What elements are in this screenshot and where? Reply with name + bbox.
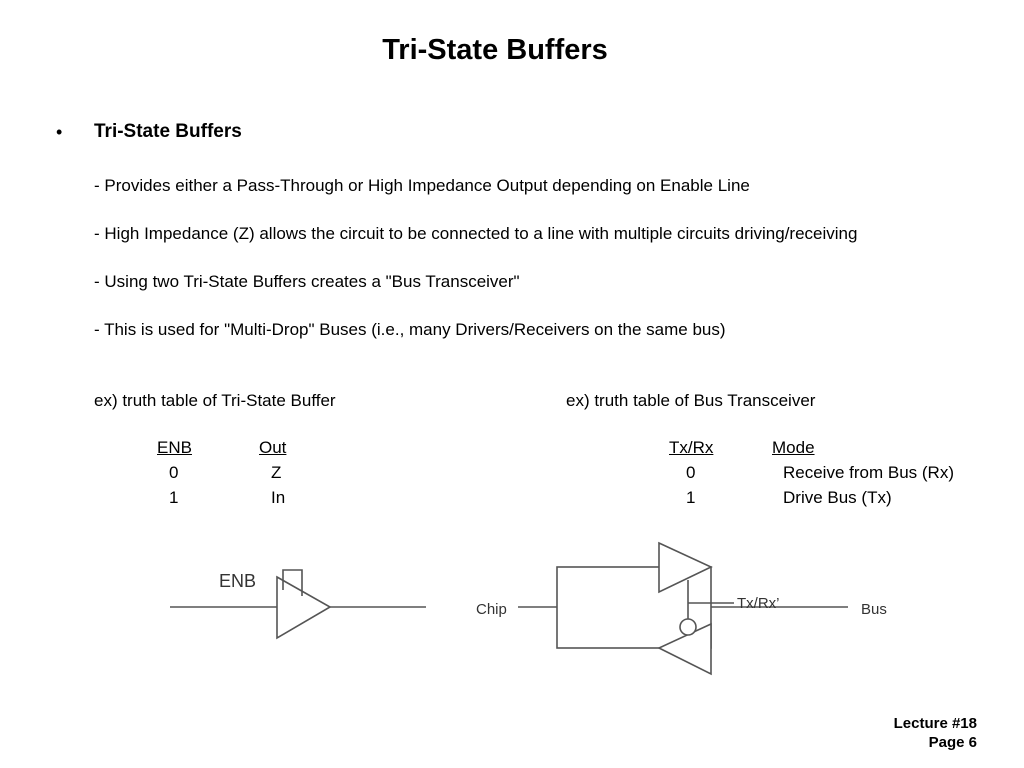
page-number: Page 6: [928, 734, 977, 751]
buffer-table-header-out: Out: [259, 438, 287, 457]
transceiver-table-cell: 0: [686, 463, 696, 482]
buffer-table-cell: In: [271, 488, 286, 507]
transceiver-table-cell: 1: [686, 488, 696, 507]
enable-label: ENB: [219, 571, 256, 591]
transceiver-table-cell: Drive Bus (Tx): [783, 488, 892, 507]
buffer-table-cell: 1: [169, 488, 179, 507]
bullet-heading: Tri-State Buffers: [94, 121, 242, 142]
buffer-table-header-enb: ENB: [157, 438, 192, 457]
lecture-number: Lecture #18: [893, 715, 977, 732]
bullet-line-pass-through: - Provides either a Pass-Through or High…: [94, 176, 750, 195]
bus-label: Bus: [861, 601, 887, 618]
transceiver-table-cell: Receive from Bus (Rx): [783, 463, 954, 482]
buffer-table-cell: Z: [271, 463, 282, 482]
transceiver-table-header-txrx: Tx/Rx: [669, 438, 714, 457]
transceiver-table-header-mode: Mode: [772, 438, 815, 457]
bullet-line-high-impedance: - High Impedance (Z) allows the circuit …: [94, 224, 858, 243]
slide-title: Tri-State Buffers: [382, 34, 608, 66]
slide-footer: Lecture #18 Page 6: [894, 714, 977, 752]
bullet-marker: •: [56, 122, 63, 142]
bullet-line-bus-transceiver: - Using two Tri-State Buffers creates a …: [94, 272, 520, 291]
control-label: Tx/Rx’: [737, 595, 780, 612]
transceiver-table-caption: ex) truth table of Bus Transceiver: [566, 391, 816, 410]
buffer-table-caption: ex) truth table of Tri-State Buffer: [94, 391, 336, 410]
bullet-line-multi-drop: - This is used for "Multi-Drop" Buses (i…: [94, 320, 726, 339]
chip-label: Chip: [476, 601, 507, 618]
buffer-table-cell: 0: [169, 463, 179, 482]
